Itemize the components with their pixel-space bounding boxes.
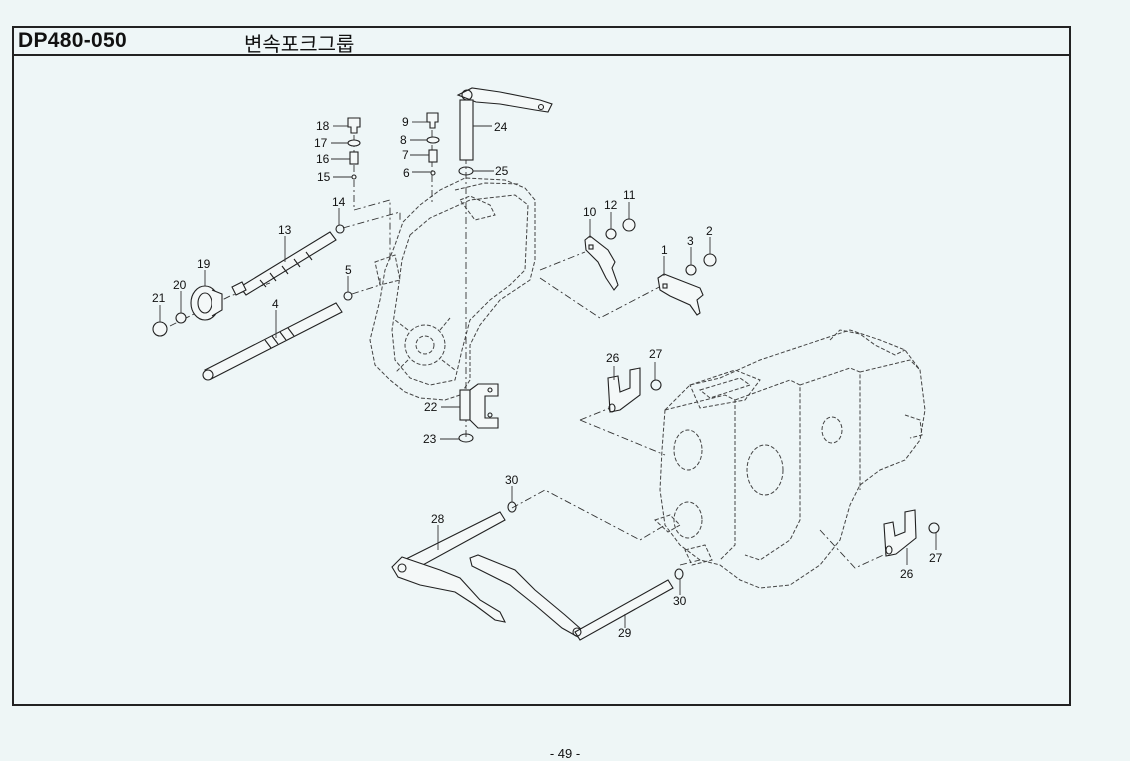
shift-rod-4 xyxy=(202,302,343,381)
washer-3 xyxy=(685,264,697,276)
shift-fork-26-lower xyxy=(883,509,917,557)
nut-21 xyxy=(152,321,168,337)
o-ring-5 xyxy=(343,291,353,301)
o-ring-27-upper xyxy=(650,379,662,391)
callout-30-upper: 30 xyxy=(505,473,519,487)
lever-shaft xyxy=(456,87,553,161)
callout-30-lower: 30 xyxy=(673,594,687,608)
callout-23: 23 xyxy=(423,432,437,446)
callout-labels: 18 17 16 15 9 8 7 6 24 25 14 13 19 20 21… xyxy=(152,115,943,640)
callout-13: 13 xyxy=(278,223,292,237)
o-ring-14 xyxy=(335,224,345,234)
nut-2 xyxy=(703,253,717,267)
callout-26-lower: 26 xyxy=(900,567,914,581)
callout-2: 2 xyxy=(706,224,713,238)
callout-16: 16 xyxy=(316,152,330,166)
o-ring-23 xyxy=(458,433,474,443)
callout-15: 15 xyxy=(317,170,331,184)
part-code: DP480-050 xyxy=(18,29,127,52)
callout-19: 19 xyxy=(197,257,211,271)
shift-arm-28 xyxy=(391,511,506,623)
flange-19 xyxy=(190,285,223,321)
washer-20 xyxy=(175,312,187,324)
callout-20: 20 xyxy=(173,278,187,292)
callout-25: 25 xyxy=(495,164,509,178)
callout-6: 6 xyxy=(403,166,410,180)
callout-1: 1 xyxy=(661,243,668,257)
o-ring-30-lower xyxy=(674,568,684,580)
callout-22: 22 xyxy=(424,400,438,414)
callout-7: 7 xyxy=(402,148,409,162)
shift-rod-13 xyxy=(231,231,337,296)
washer-12 xyxy=(605,228,617,240)
callout-24: 24 xyxy=(494,120,508,134)
upper-housing xyxy=(369,177,536,401)
bolt-stack-center xyxy=(426,112,440,176)
callout-27-upper: 27 xyxy=(649,347,663,361)
callout-17: 17 xyxy=(314,136,328,150)
callout-11: 11 xyxy=(623,188,636,202)
o-ring-27-lower xyxy=(928,522,940,534)
nut-11 xyxy=(622,218,636,232)
shift-fork-22 xyxy=(459,383,499,429)
header-row: DP480-050 변속포크그룹 xyxy=(14,28,1069,56)
callout-9: 9 xyxy=(402,115,409,129)
o-ring-30-upper xyxy=(507,501,517,513)
callout-8: 8 xyxy=(400,133,407,147)
shift-fork-26-upper xyxy=(607,367,641,413)
lower-housing xyxy=(654,329,926,589)
shift-arm-29 xyxy=(469,554,674,641)
leader-lines xyxy=(159,121,937,628)
bracket-10 xyxy=(584,235,619,291)
callout-27-lower: 27 xyxy=(929,551,943,565)
callout-12: 12 xyxy=(604,198,618,212)
callout-14: 14 xyxy=(332,195,346,209)
callout-4: 4 xyxy=(272,297,279,311)
callout-3: 3 xyxy=(687,234,694,248)
callout-21: 21 xyxy=(152,291,166,305)
bracket-1 xyxy=(657,273,704,316)
callout-26-upper: 26 xyxy=(606,351,620,365)
callout-29: 29 xyxy=(618,626,632,640)
page-number: - 49 - xyxy=(549,746,581,761)
callout-28: 28 xyxy=(431,512,445,526)
group-title: 변속포크그룹 xyxy=(244,32,355,56)
callout-18: 18 xyxy=(316,119,330,133)
callout-10: 10 xyxy=(583,205,597,219)
diagram-frame: DP480-050 변속포크그룹 xyxy=(12,26,1071,706)
callout-5: 5 xyxy=(345,263,352,277)
